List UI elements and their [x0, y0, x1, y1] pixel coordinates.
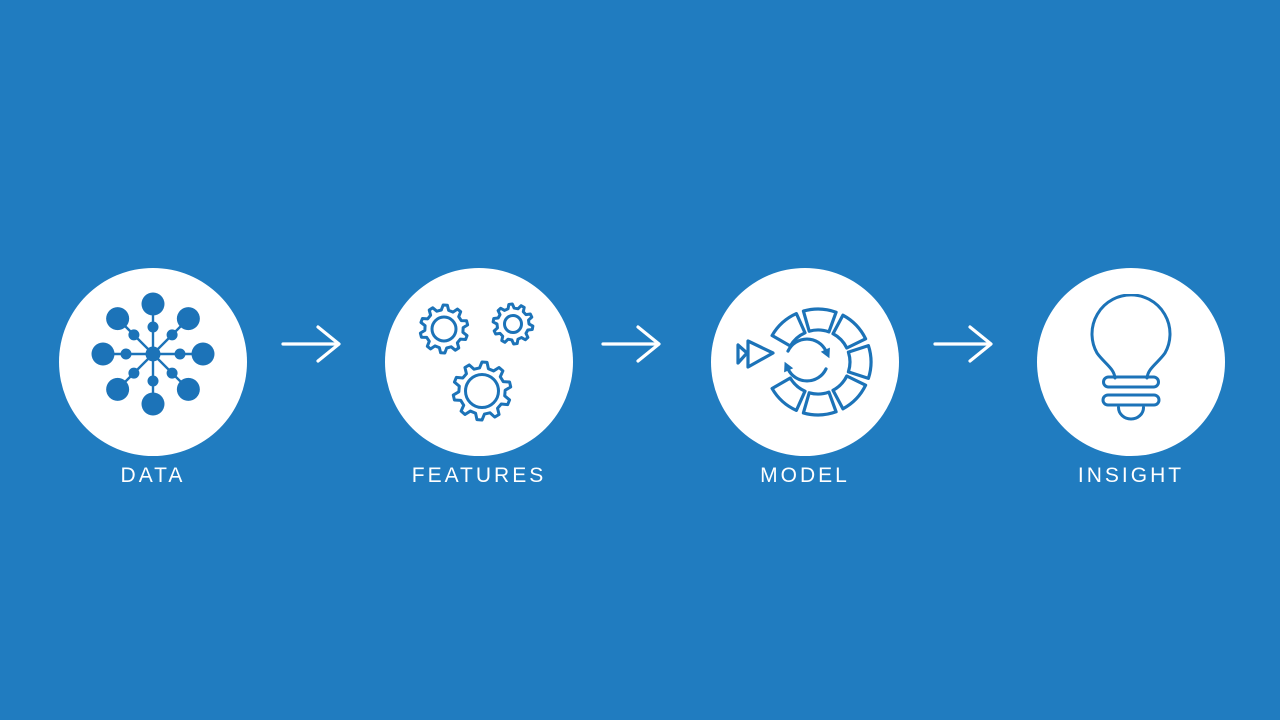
step-circle — [59, 268, 247, 456]
step-label: DATA — [120, 464, 186, 487]
step-insight: INSIGHT — [1037, 268, 1225, 488]
model-cycle-icon — [736, 307, 873, 417]
data-network-icon — [90, 291, 216, 417]
step-data: DATA — [59, 268, 247, 488]
arrow-right-icon — [933, 325, 993, 363]
step-circle — [711, 268, 899, 456]
gears-icon — [417, 301, 534, 423]
step-circle — [1037, 268, 1225, 456]
step-label: INSIGHT — [1077, 464, 1185, 487]
step-features: FEATURES — [385, 268, 573, 488]
lightbulb-icon — [1090, 294, 1172, 421]
arrow-right-icon — [281, 325, 341, 363]
step-label: MODEL — [760, 464, 850, 487]
step-circle — [385, 268, 573, 456]
arrow-right-icon — [601, 325, 661, 363]
step-label: FEATURES — [411, 464, 547, 487]
step-model: MODEL — [711, 268, 899, 488]
